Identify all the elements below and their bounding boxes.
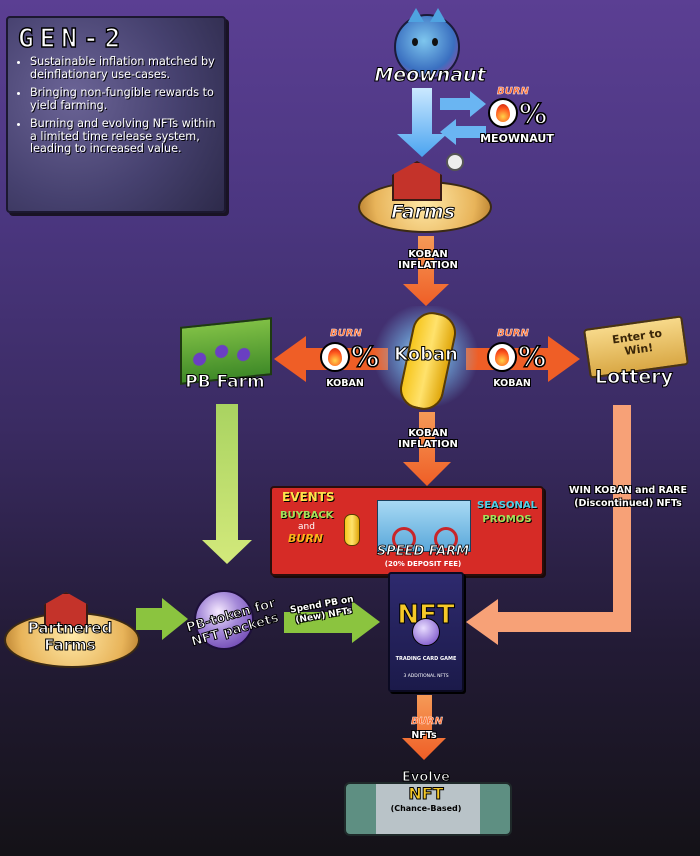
events-title: EVENTS <box>282 490 335 504</box>
lottery-win-label: WIN KOBAN and RARE (Discontinued) NFTs <box>569 485 687 509</box>
events-burn-label: BURN <box>288 532 323 545</box>
meownaut-node: Meownaut <box>370 8 490 92</box>
nft-orb-icon <box>412 618 440 646</box>
burn-koban-icon <box>487 342 517 372</box>
panel-bullet-list: Sustainable inflation matched by deinfla… <box>16 55 216 156</box>
lottery-node: Enter to Win! Lottery <box>580 315 689 396</box>
arrow-koban-lottery <box>466 336 580 382</box>
arrow-koban-events <box>403 412 451 486</box>
koban-inflation-label: KOBAN INFLATION <box>398 428 458 450</box>
burn-label: BURN <box>330 328 362 339</box>
evolve-nft-node: Evolve NFT (Chance-Based) <box>344 770 512 836</box>
arrow-partnered-token <box>136 598 188 640</box>
windmill-icon <box>446 153 464 171</box>
panel-bullet: Bringing non-fungible rewards to yield f… <box>30 86 216 112</box>
events-box: EVENTS BUYBACK and BURN SPEED FARM (20% … <box>270 486 544 576</box>
barn-icon <box>392 161 442 201</box>
pb-token-orb-icon <box>194 590 254 650</box>
burn-meownaut-label: MEOWNAUT <box>480 132 554 145</box>
nft-card-footer: 3 ADDITIONAL NFTS <box>403 674 449 679</box>
burn-koban-label: KOBAN <box>326 378 364 389</box>
burn-koban-icon <box>320 342 350 372</box>
meownaut-label: Meownaut <box>374 64 486 87</box>
nft-card-node: NFT TRADING CARD GAME 3 ADDITIONAL NFTS <box>388 572 464 692</box>
burn-meownaut-icon <box>488 98 518 128</box>
koban-node: Koban <box>370 302 482 414</box>
evolve-chance-label: (Chance-Based) <box>390 804 462 813</box>
arrow-meownaut-burn-loop <box>440 91 486 117</box>
pb-farm-label: PB Farm <box>185 372 266 393</box>
panel-bullet: Burning and evolving NFTs within a limit… <box>30 117 216 156</box>
percent-icon: % <box>350 340 380 373</box>
events-koban-coin-icon <box>344 514 360 546</box>
farms-node: Farms <box>358 153 492 233</box>
meownaut-cat-icon <box>394 8 460 80</box>
percent-icon: % <box>518 97 548 130</box>
arrow-token-nft <box>284 601 380 643</box>
farms-label: Farms <box>390 201 456 224</box>
evolve-label: Evolve <box>401 770 451 786</box>
arrow-farms-koban <box>403 236 449 306</box>
partnered-farms-node: Partnered Farms <box>4 588 140 668</box>
burn-label: BURN <box>497 86 529 97</box>
koban-inflation-label: KOBAN INFLATION <box>398 249 458 271</box>
evolve-machine-icon <box>344 782 512 836</box>
and-label: and <box>298 522 315 532</box>
burn-nfts-label: NFTs <box>411 730 437 741</box>
pb-token-node: PB-token for NFT packets <box>180 588 286 656</box>
burn-label: BURN <box>497 328 529 339</box>
deposit-fee-label: (20% DEPOSIT FEE) <box>384 560 462 568</box>
panel-bullet: Sustainable inflation matched by deinfla… <box>30 55 216 81</box>
speed-farm-bike-image <box>377 500 471 552</box>
nft-card-subtitle: TRADING CARD GAME <box>395 656 457 662</box>
burn-label: BURN <box>411 716 443 727</box>
buyback-label: BUYBACK <box>280 510 334 521</box>
evolve-nft-label: NFT <box>408 784 444 804</box>
gen-2-info-panel: GEN-2 Sustainable inflation matched by d… <box>6 16 226 213</box>
lottery-label: Lottery <box>595 366 674 389</box>
arrow-lottery-nft <box>466 405 631 645</box>
percent-icon: % <box>517 340 547 373</box>
arrow-burn-return <box>440 119 486 145</box>
panel-title: GEN-2 <box>17 23 127 54</box>
arrow-pbfarm-token <box>202 404 252 564</box>
partnered-farms-label: Partnered Farms <box>27 619 113 654</box>
pb-farm-node: PB Farm <box>180 317 272 398</box>
arrow-nft-evolve <box>402 695 446 760</box>
speed-farm-label: SPEED FARM <box>376 544 470 560</box>
koban-label: Koban <box>394 344 459 366</box>
burn-koban-label: KOBAN <box>493 378 531 389</box>
seasonal-label: SEASONAL <box>477 500 537 511</box>
arrow-meownaut-farms <box>397 88 447 157</box>
promos-label: PROMOS <box>482 514 532 525</box>
